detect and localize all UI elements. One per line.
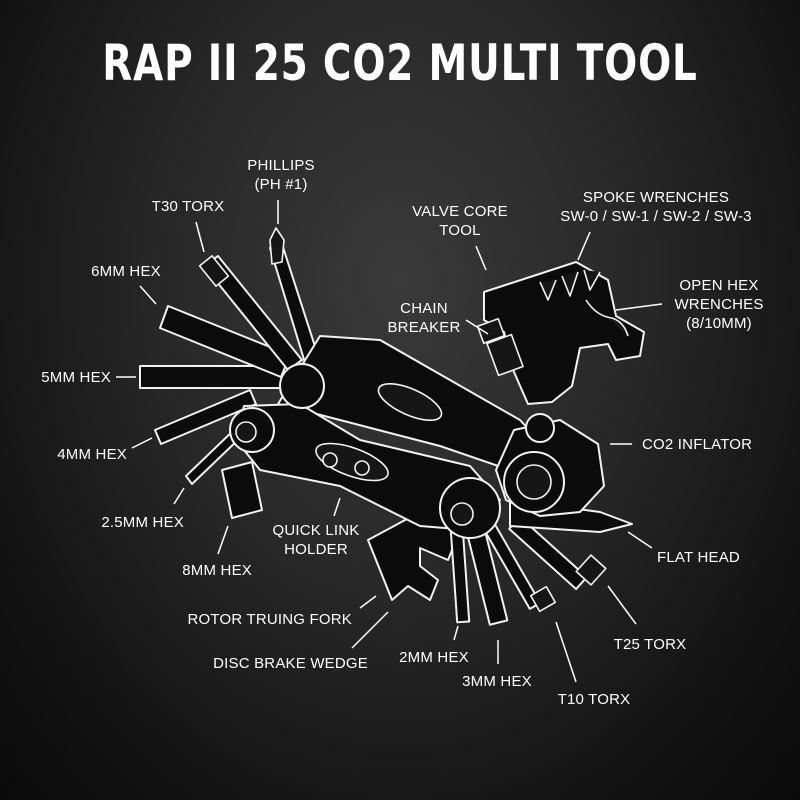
leader-rotor (359, 595, 377, 609)
chain-pin-knob (476, 317, 506, 345)
label-t10-torx: T10 TORX (557, 691, 631, 708)
leader-4mm (131, 437, 153, 449)
co2-inflator-assembly (495, 413, 605, 517)
quick-link-hole-1 (322, 452, 338, 468)
valve-core-joint (525, 413, 555, 443)
leader-chain (465, 319, 489, 335)
label-3mm-hex: 3MM HEX (462, 673, 532, 690)
leader-valve-core (475, 245, 487, 271)
label-quick-link-holder: QUICK LINK HOLDER (272, 521, 359, 559)
label-t30-torx: T30 TORX (151, 198, 225, 215)
leader-disc-wedge (351, 611, 389, 649)
label-open-hex-line2: WRENCHES (674, 296, 764, 313)
leader-8mm (217, 525, 229, 555)
label-quick-link-line1: QUICK LINK (272, 522, 360, 539)
label-4mm-hex: 4MM HEX (57, 446, 127, 463)
leader-t30 (195, 221, 205, 253)
label-valve-core-line1: VALVE CORE (412, 203, 508, 220)
leader-t10 (555, 621, 577, 683)
tool-rotor-fork (367, 511, 461, 601)
label-8mm-hex: 8MM HEX (182, 562, 252, 579)
label-t25-torx: T25 TORX (613, 636, 687, 653)
label-open-hex-line3: (8/10MM) (686, 315, 752, 332)
label-rotor-truing-fork: ROTOR TRUING FORK (187, 611, 352, 628)
label-quick-link-line2: HOLDER (284, 541, 348, 558)
phillips-tip (269, 227, 285, 265)
label-chain-line2: BREAKER (387, 319, 461, 336)
right-pivot-bolt (450, 502, 474, 526)
label-valve-core-line2: TOOL (439, 222, 481, 239)
leader-quick-link (333, 497, 341, 517)
label-flat-head: FLAT HEAD (657, 549, 740, 566)
label-spoke-line2: SW-0 / SW-1 / SW-2 / SW-3 (560, 208, 752, 225)
chain-breaker-assembly (476, 261, 645, 405)
leader-2mm (453, 625, 459, 641)
upper-pivot (279, 363, 325, 409)
label-open-hex-wrenches: OPEN HEX WRENCHES (8/10MM) (674, 276, 763, 333)
label-phillips: PHILLIPS (PH #1) (247, 156, 314, 194)
leader-6mm (139, 285, 157, 305)
label-2-5mm-hex: 2.5MM HEX (101, 514, 184, 531)
leader-2-5mm (173, 487, 185, 505)
t10-tip (529, 585, 557, 613)
open-hex-teeth (585, 299, 629, 337)
leader-t25 (607, 585, 637, 625)
page-title: RAP II 25 CO2 MULTI TOOL (102, 34, 698, 92)
label-spoke-wrenches: SPOKE WRENCHES SW-0 / SW-1 / SW-2 / SW-3 (560, 188, 751, 226)
label-6mm-hex: 6MM HEX (91, 263, 161, 280)
label-disc-brake-wedge: DISC BRAKE WEDGE (213, 655, 368, 672)
label-spoke-line1: SPOKE WRENCHES (582, 189, 730, 206)
label-leader-lines (116, 200, 663, 683)
leader-flat-head (627, 531, 653, 549)
chain-pin-screw (486, 333, 524, 377)
t25-tip (575, 554, 607, 586)
tool-8mm-hex (221, 461, 263, 519)
left-pivot-bolt (235, 421, 257, 443)
upper-body-slot (377, 382, 443, 422)
tool-2mm-hex (449, 528, 471, 624)
label-chain-line1: CHAIN (400, 300, 448, 317)
label-chain-breaker: CHAIN BREAKER (387, 299, 460, 337)
left-tool-fan (139, 227, 633, 626)
t30-tip (198, 255, 230, 287)
label-2mm-hex: 2MM HEX (399, 649, 469, 666)
leader-open-hex (615, 303, 663, 311)
quick-link-slot (315, 442, 389, 482)
label-phillips-line2: (PH #1) (254, 176, 308, 193)
co2-inflator-thread (516, 464, 552, 500)
tool-4mm-hex (154, 389, 257, 445)
leader-spoke (577, 231, 591, 261)
label-valve-core: VALVE CORE TOOL (412, 202, 508, 240)
quick-link-hole-2 (354, 460, 370, 476)
tool-body (229, 335, 549, 539)
label-open-hex-line1: OPEN HEX (679, 277, 759, 294)
label-5mm-hex: 5MM HEX (41, 369, 111, 386)
label-co2-inflator: CO2 INFLATOR (642, 436, 753, 453)
spoke-wrench-notches (539, 269, 601, 301)
label-phillips-line1: PHILLIPS (247, 157, 315, 174)
chain-breaker-body (483, 261, 645, 405)
